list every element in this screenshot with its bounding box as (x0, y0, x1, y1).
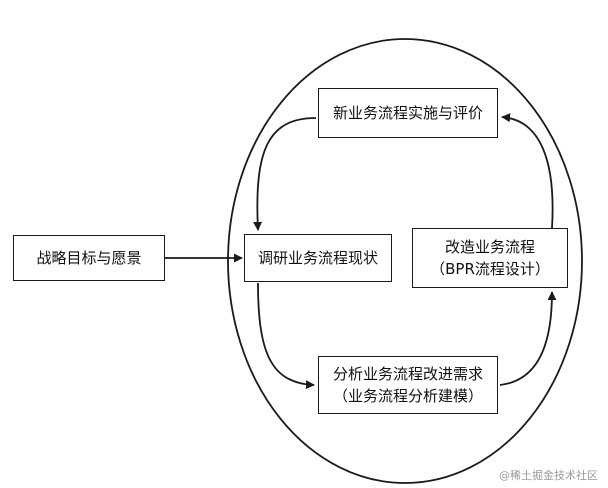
edge-survey-to-analyze (257, 282, 315, 390)
edge-redesign-to-new (501, 113, 554, 229)
node-analyze-line2: （业务流程分析建模） (332, 387, 483, 405)
node-redesign-process: 改造业务流程 （BPR流程设计） (412, 228, 568, 288)
node-survey-label: 调研业务流程现状 (257, 249, 378, 267)
node-new-process-label: 新业务流程实施与评价 (332, 104, 483, 122)
watermark-text: @稀土掘金技术社区 (499, 469, 598, 482)
edge-new-to-survey (253, 117, 317, 231)
node-analyze-line1: 分析业务流程改进需求 (332, 365, 483, 383)
cycle-ellipse (227, 38, 583, 484)
node-redesign-line2: （BPR流程设计） (430, 260, 550, 278)
node-new-process-implement: 新业务流程实施与评价 (318, 88, 498, 138)
node-redesign-line1: 改造业务流程 (444, 238, 535, 256)
node-strategy-label: 战略目标与愿景 (36, 249, 142, 267)
node-strategy-vision: 战略目标与愿景 (13, 235, 165, 281)
node-analyze-requirements: 分析业务流程改进需求 （业务流程分析建模） (318, 356, 498, 414)
edge-analyze-to-redesign (499, 291, 557, 386)
node-survey-current-process: 调研业务流程现状 (244, 234, 392, 282)
